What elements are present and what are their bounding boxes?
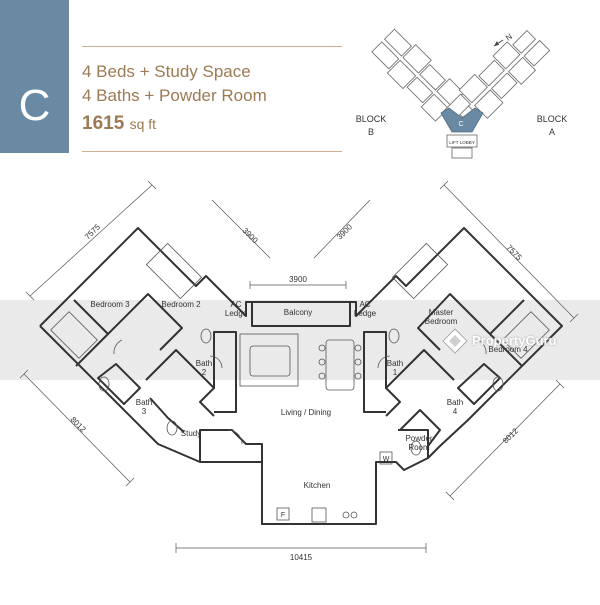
room-bath-2-line2: 2 — [202, 368, 207, 377]
room-kitchen: Kitchen — [304, 481, 331, 490]
room-bath-3-line1: Bath — [136, 398, 152, 407]
area-value: 1615 — [82, 113, 125, 134]
room-bath-4-line2: 4 — [453, 407, 458, 416]
dimension-right-lower: 8012 — [501, 426, 520, 445]
room-bedroom-4: Bedroom 4 — [488, 345, 528, 354]
dimension-left-lower: 8012 — [69, 415, 88, 434]
floor-plan-walls — [39, 227, 563, 525]
key-plan-block-b-letter: B — [368, 127, 374, 137]
watermark-band — [0, 300, 600, 380]
key-plan-lift-lobby: LIFT LOBBY — [449, 140, 474, 145]
north-arrow-icon: N — [493, 32, 514, 47]
washer-box — [379, 451, 393, 465]
room-bath-1-line1: Bath — [387, 359, 403, 368]
room-bath-4-line1: Bath — [447, 398, 463, 407]
key-plan-unit-mark: C — [458, 121, 463, 128]
room-bedroom-3: Bedroom 3 — [90, 300, 130, 309]
watermark-text: PropertyGuru — [472, 333, 557, 348]
room-bedroom-2: Bedroom 2 — [161, 300, 201, 309]
room-bath-3-line2: 3 — [142, 407, 147, 416]
room-ac-ledge-right-line1: AC — [359, 300, 370, 309]
baths-line: 4 Baths + Powder Room — [82, 86, 267, 105]
room-living-dining: Living / Dining — [281, 408, 331, 417]
room-powder-line1: Powder — [405, 434, 432, 443]
unit-type-badge: C — [0, 0, 69, 153]
key-plan-block-a-label: BLOCK — [537, 114, 568, 124]
floor-plan-fixtures — [50, 242, 550, 523]
area-line: 1615 sq ft — [82, 113, 156, 135]
washer-mark: W — [383, 456, 390, 463]
room-ac-ledge-left-line2: Ledge — [225, 309, 248, 318]
room-bath-2-line1: Bath — [196, 359, 212, 368]
propertyguru-logo-icon — [442, 328, 468, 354]
fridge-box — [276, 507, 290, 521]
dimension-top-wing-right: 3900 — [335, 222, 354, 241]
dimension-lines — [19, 180, 579, 553]
fridge-mark: F — [281, 512, 285, 519]
dimension-top-right-diagonal: 7575 — [505, 243, 524, 262]
room-balcony: Balcony — [284, 308, 312, 317]
unit-type-letter: C — [18, 81, 51, 130]
room-ac-ledge-right-line2: Ledge — [354, 309, 377, 318]
divider-bottom — [82, 151, 342, 152]
room-ac-ledge-left-line1: AC — [230, 300, 241, 309]
room-study: Study — [181, 429, 201, 438]
key-plan-block-a-letter: A — [549, 127, 555, 137]
room-labels: Bedroom 3 Bedroom 2 AC Ledge Balcony AC … — [90, 300, 528, 490]
room-bath-1-line2: 1 — [393, 368, 398, 377]
beds-line: 4 Beds + Study Space — [82, 62, 251, 81]
room-master-bedroom-line1: Master — [429, 308, 454, 317]
north-label: N — [504, 32, 514, 43]
area-unit: sq ft — [129, 116, 157, 132]
room-powder-line2: Room — [408, 443, 430, 452]
key-plan-block-b-label: BLOCK — [356, 114, 387, 124]
divider-top — [82, 46, 342, 47]
key-plan-unit-c — [440, 107, 484, 133]
dimension-top-wing-left: 3900 — [241, 226, 260, 245]
room-master-bedroom-line2: Bedroom — [425, 317, 458, 326]
dimension-top-center: 3900 — [289, 275, 307, 284]
key-plan — [371, 28, 551, 159]
dimension-bottom: 10415 — [290, 553, 313, 562]
